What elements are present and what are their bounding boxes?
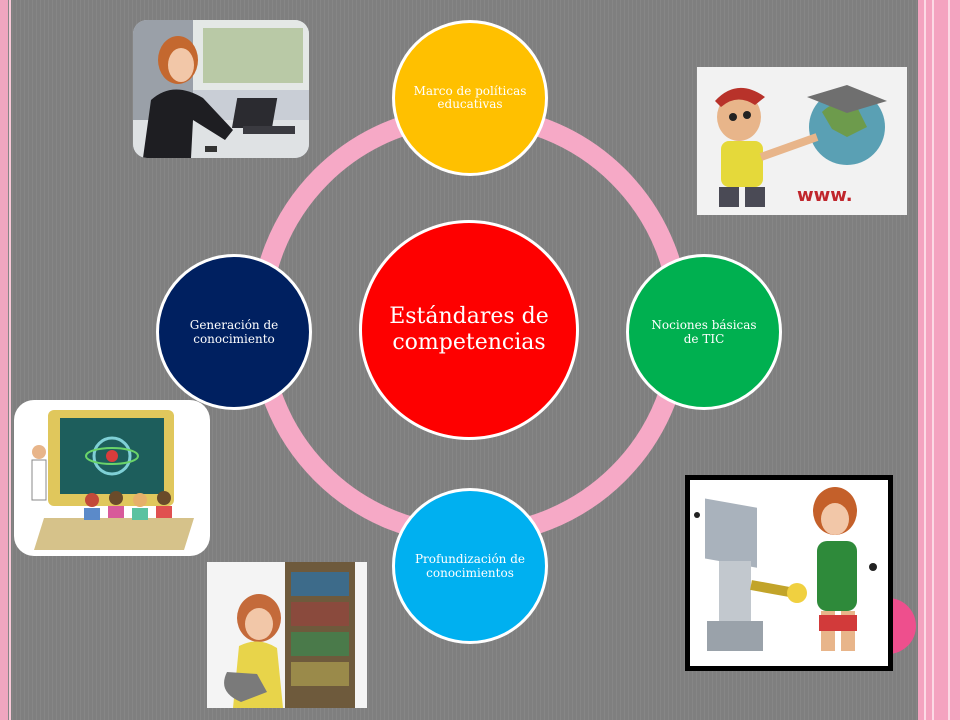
svg-text:www.: www. xyxy=(797,185,853,206)
boy-globe-clipart: www. xyxy=(697,67,907,215)
girl-bookshelf-clipart xyxy=(207,562,367,708)
center-node-label: Estándares de competencias xyxy=(389,304,549,355)
node-label: Profundización de conocimientos xyxy=(414,552,526,580)
node-generacion: Generación de conocimiento xyxy=(156,254,312,410)
center-node: Estándares de competencias xyxy=(359,220,579,440)
node-profundizacion: Profundización de conocimientos xyxy=(392,488,548,644)
left-border-line xyxy=(9,0,11,720)
node-label: Generación de conocimiento xyxy=(189,318,279,346)
robot-girl-clipart xyxy=(685,475,893,671)
node-label: Marco de políticas educativas xyxy=(413,84,527,111)
right-border-band xyxy=(918,0,960,720)
left-border-stripe xyxy=(0,0,8,720)
node-marco-politicas: Marco de políticas educativas xyxy=(392,20,548,176)
computer-classroom-clipart xyxy=(14,400,210,556)
node-nociones-basicas: Nociones básicas de TIC xyxy=(626,254,782,410)
node-label: Nociones básicas de TIC xyxy=(651,318,757,346)
woman-laptop-photo xyxy=(133,20,309,158)
